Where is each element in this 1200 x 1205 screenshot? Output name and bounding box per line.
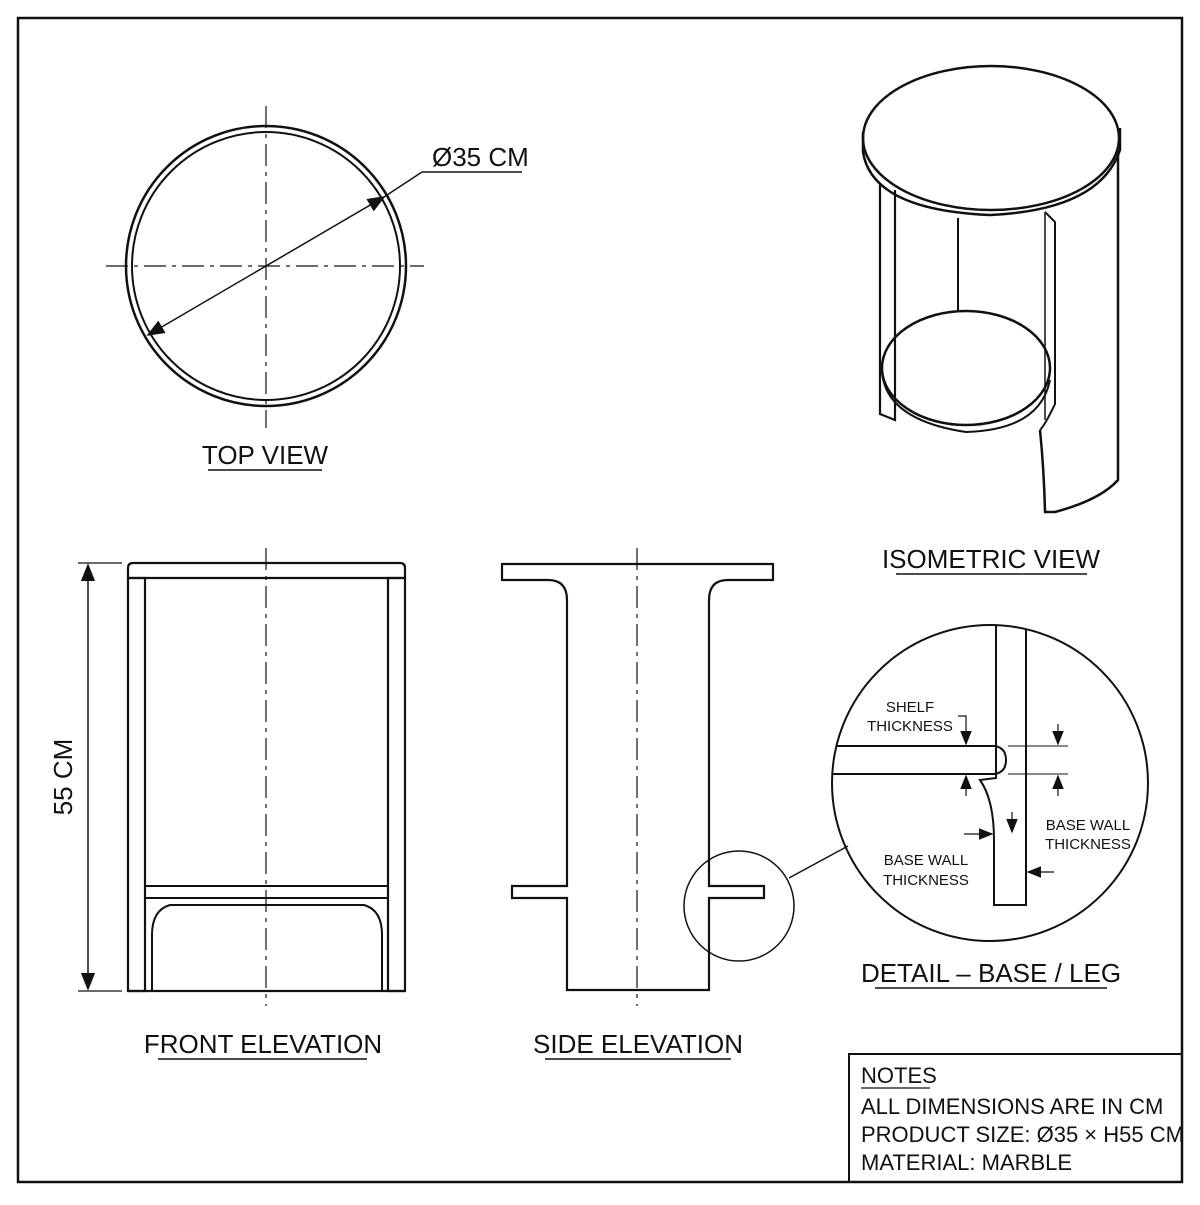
height-label: 55 CM xyxy=(48,739,78,816)
detail-title: DETAIL – BASE / LEG xyxy=(861,958,1121,988)
notes-line-1: ALL DIMENSIONS ARE IN CM xyxy=(861,1094,1163,1119)
side-profile xyxy=(500,562,775,992)
iso-shell xyxy=(1038,150,1120,514)
iso-shell-inner-edge xyxy=(1039,211,1056,431)
diameter-dimension-line xyxy=(146,196,386,336)
iso-shelf-edge xyxy=(881,371,1051,434)
detail-circle xyxy=(831,624,1149,942)
side-elevation-title: SIDE ELEVATION xyxy=(533,1029,743,1059)
iso-top xyxy=(861,64,1121,212)
diameter-label: Ø35 CM xyxy=(432,142,529,172)
notes-line-2: PRODUCT SIZE: Ø35 × H55 CM xyxy=(861,1122,1184,1147)
front-base-shell xyxy=(151,904,383,991)
notes-frame xyxy=(848,1053,1183,1183)
detail-wall xyxy=(978,625,1027,906)
front-elevation: 55 CM FRONT ELEVATION xyxy=(48,548,407,1060)
shelf-label-line1: SHELF xyxy=(886,699,934,716)
wall-left-label-line1: BASE WALL xyxy=(884,852,968,869)
detail-shelf xyxy=(832,745,1008,775)
diameter-leader xyxy=(383,171,423,198)
shelf-label-line2: THICKNESS xyxy=(867,718,953,735)
notes-line-3: MATERIAL: MARBLE xyxy=(861,1150,1072,1175)
front-elevation-title: FRONT ELEVATION xyxy=(144,1029,382,1059)
side-elevation: SIDE ELEVATION xyxy=(500,548,849,1060)
isometric-view-title: ISOMETRIC VIEW xyxy=(882,544,1101,574)
front-top-slab xyxy=(126,561,407,580)
wall-right-label-line1: BASE WALL xyxy=(1046,817,1130,834)
shelf-label-leader xyxy=(958,715,972,746)
wall-right-label-line2: THICKNESS xyxy=(1045,836,1131,853)
sheet-border xyxy=(16,16,1184,1184)
detail-callout-circle xyxy=(683,850,795,962)
isometric-view: ISOMETRIC VIEW xyxy=(861,64,1122,575)
front-left-leg xyxy=(126,576,147,993)
iso-shelf xyxy=(880,309,1052,427)
detail-base-leg: SHELF THICKNESS BASE WALL THICKNESS BASE… xyxy=(831,624,1149,989)
top-view-title: TOP VIEW xyxy=(202,440,329,470)
front-right-leg xyxy=(386,576,407,993)
iso-left-leg xyxy=(878,185,897,422)
wall-left-label-line2: THICKNESS xyxy=(883,872,969,889)
notes-heading: NOTES xyxy=(861,1063,937,1088)
detail-callout-leader xyxy=(788,845,849,879)
iso-top-edge xyxy=(861,128,1122,217)
top-view: Ø35 CM TOP VIEW xyxy=(106,106,529,471)
notes-block: NOTES ALL DIMENSIONS ARE IN CM PRODUCT S… xyxy=(848,1053,1184,1183)
